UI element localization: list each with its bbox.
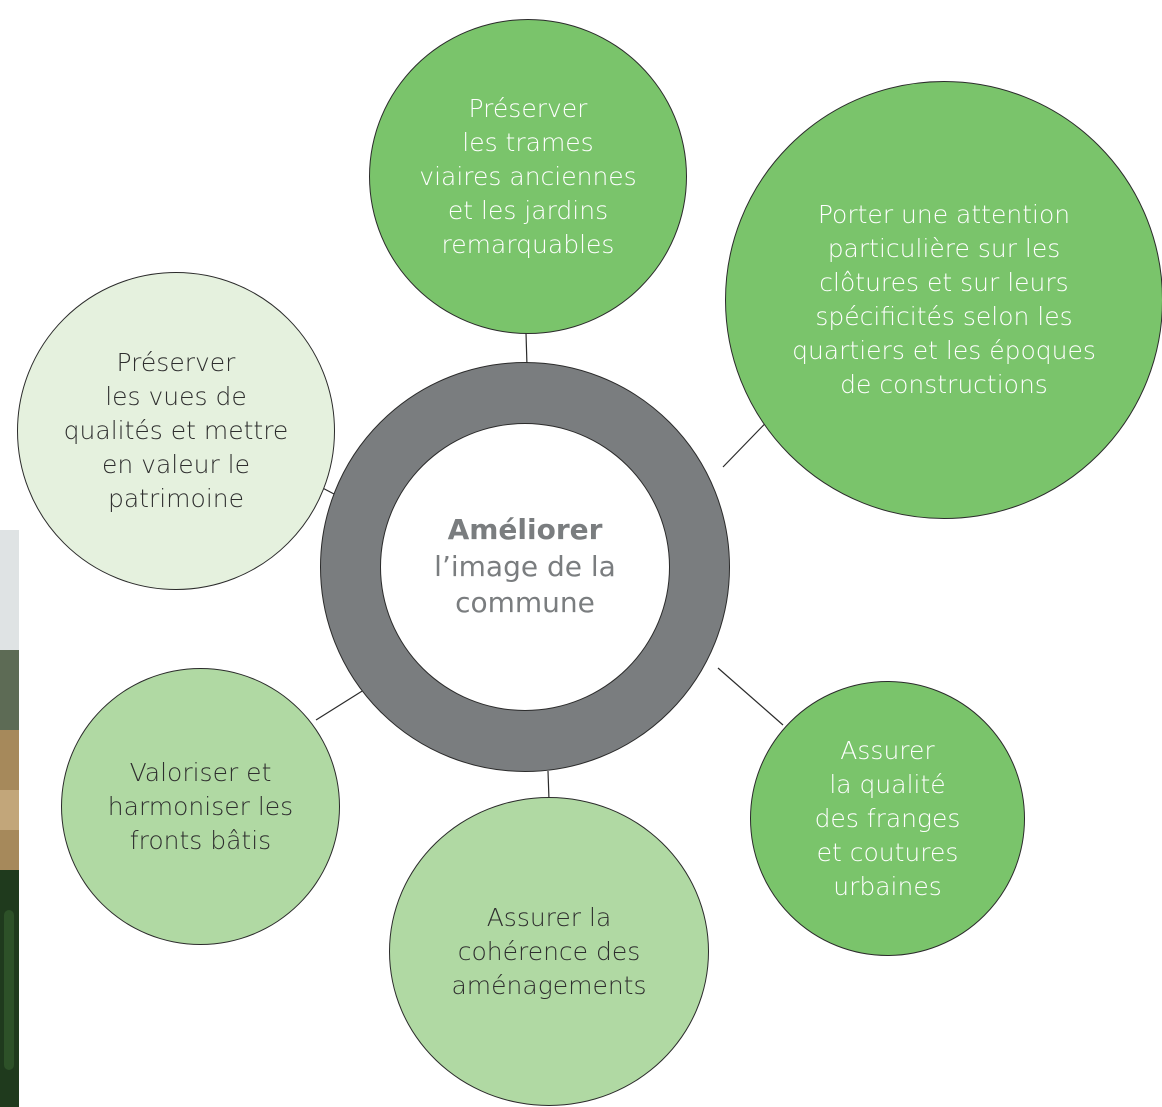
bubble-amenagements: Assurer la cohérence des aménagements [389,797,709,1106]
bubble-label: Préserver les trames viaires anciennes e… [419,93,637,259]
connector-bottom-right [717,667,784,726]
bubble-label: Assurer la cohérence des aménagements [451,902,647,1000]
bubble-clotures: Porter une attention particulière sur le… [725,81,1162,519]
bubble-label: Assurer la qualité des franges et coutur… [814,735,961,901]
bubble-franges-urbaines: Assurer la qualité des franges et coutur… [750,681,1025,956]
connector-top [525,332,528,367]
bubble-fronts-batis: Valoriser et harmoniser les fronts bâtis [61,668,340,945]
bubble-trames-viaires: Préserver les trames viaires anciennes e… [369,19,687,334]
center-subtitle: l’image de la commune [434,549,616,620]
garden-photo [0,530,19,1107]
bubble-label: Préserver les vues de qualités et mettre… [63,348,289,513]
bubble-vues-patrimoine: Préserver les vues de qualités et mettre… [17,272,335,590]
connector-bottom [547,770,550,801]
bubble-label: Porter une attention particulière sur le… [792,200,1096,399]
connector-bottom-left [315,687,368,721]
center-circle: Améliorer l’image de la commune [380,423,670,711]
bubble-label: Valoriser et harmoniser les fronts bâtis [107,757,294,855]
center-title: Améliorer [447,513,603,547]
